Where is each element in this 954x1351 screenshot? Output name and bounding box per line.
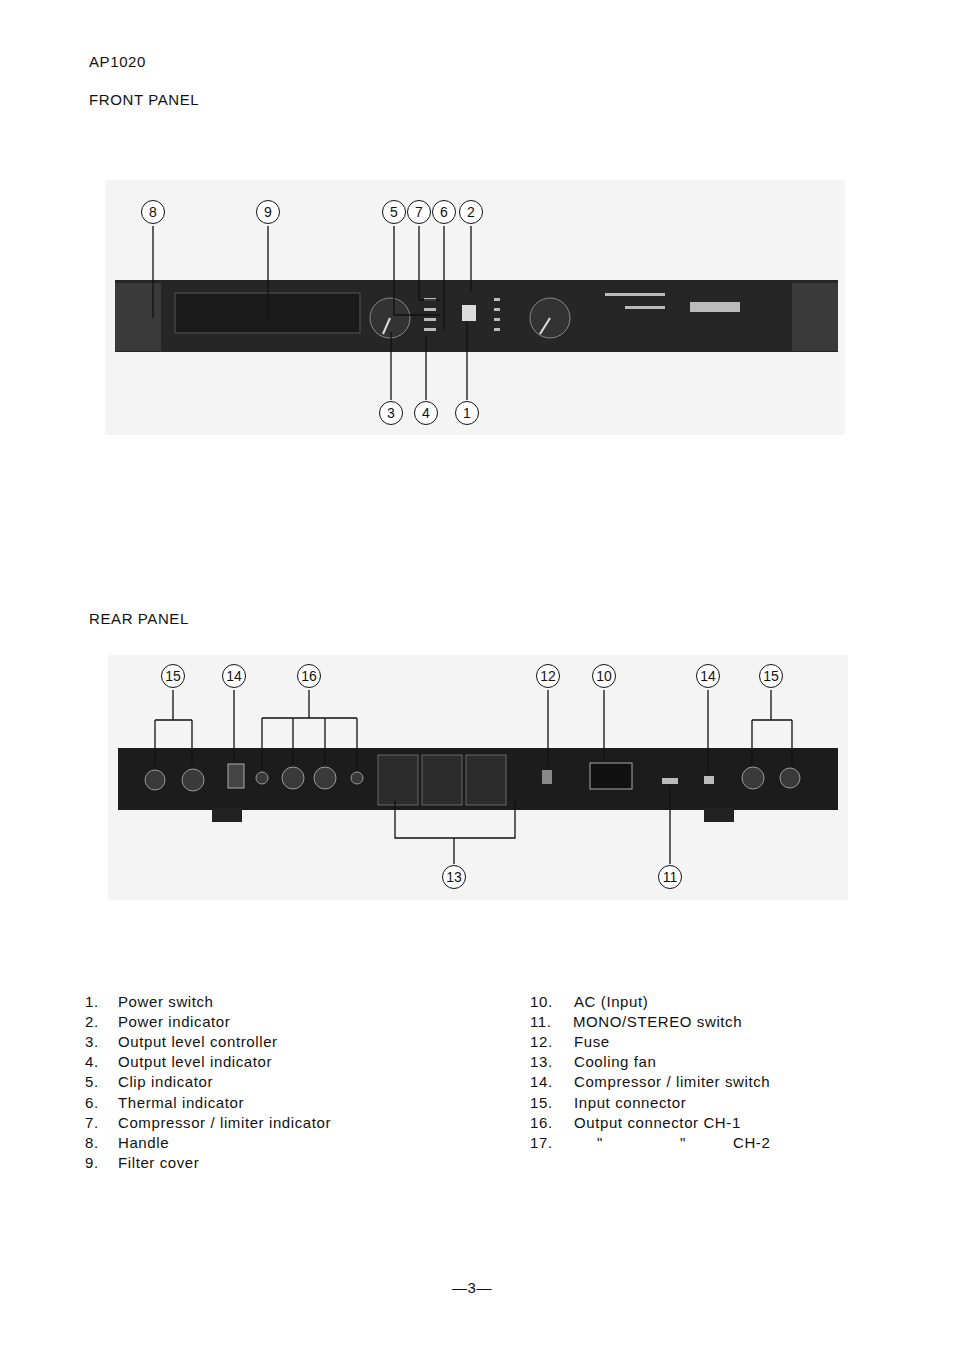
photo-ground bbox=[108, 655, 848, 900]
model-title: AP1020 bbox=[89, 53, 146, 71]
item-name: Handle bbox=[118, 1134, 169, 1152]
item-name: Output level controller bbox=[118, 1033, 278, 1051]
callout-circle: 10 bbox=[592, 664, 616, 688]
item-name: Compressor / limiter switch bbox=[574, 1073, 770, 1091]
ditto-mark: " bbox=[597, 1134, 603, 1152]
callout-number: 12 bbox=[540, 669, 556, 683]
item-number: 4. bbox=[85, 1053, 99, 1071]
handle bbox=[115, 283, 161, 351]
item-name: Thermal indicator bbox=[118, 1094, 244, 1112]
callout-number: 3 bbox=[387, 406, 395, 420]
item-number: 15. bbox=[530, 1094, 553, 1112]
item-name: CH-2 bbox=[733, 1134, 770, 1152]
callout-number: 10 bbox=[596, 669, 612, 683]
front-panel bbox=[115, 280, 838, 352]
callout-number: 9 bbox=[264, 205, 272, 219]
callout-number: 1 bbox=[463, 406, 471, 420]
callout-circle: 6 bbox=[432, 200, 456, 224]
callout-circle: 4 bbox=[414, 401, 438, 425]
callout-number: 7 bbox=[415, 205, 423, 219]
rear-panel bbox=[118, 748, 838, 810]
item-number: 13. bbox=[530, 1053, 553, 1071]
page-number: —3— bbox=[452, 1279, 492, 1297]
callout-number: 14 bbox=[700, 669, 716, 683]
item-number: 1. bbox=[85, 993, 99, 1011]
power-switch bbox=[462, 305, 476, 321]
item-name: Cooling fan bbox=[574, 1053, 657, 1071]
callout-circle: 3 bbox=[379, 401, 403, 425]
callout-number: 4 bbox=[422, 406, 430, 420]
photo-ground bbox=[105, 180, 845, 435]
item-name: Power indicator bbox=[118, 1013, 230, 1031]
item-name: Power switch bbox=[118, 993, 214, 1011]
callout-circle: 16 bbox=[297, 664, 321, 688]
item-number: 9. bbox=[85, 1154, 99, 1172]
ac-inlet bbox=[590, 763, 632, 789]
callout-circle: 13 bbox=[442, 865, 466, 889]
callout-circle: 15 bbox=[759, 664, 783, 688]
item-name: Output connector CH-1 bbox=[574, 1114, 741, 1132]
item-number: 12. bbox=[530, 1033, 553, 1051]
item-name: Filter cover bbox=[118, 1154, 199, 1172]
callout-number: 11 bbox=[663, 870, 678, 884]
item-number: 11. bbox=[530, 1013, 552, 1031]
item-number: 5. bbox=[85, 1073, 99, 1091]
callout-number: 13 bbox=[446, 870, 462, 884]
callout-number: 6 bbox=[440, 205, 448, 219]
handle bbox=[792, 283, 838, 351]
ditto-mark: " bbox=[680, 1134, 686, 1152]
item-number: 8. bbox=[85, 1134, 99, 1152]
callout-number: 16 bbox=[301, 669, 317, 683]
item-name: AC (Input) bbox=[574, 993, 648, 1011]
item-number: 6. bbox=[85, 1094, 99, 1112]
callout-circle: 7 bbox=[407, 200, 431, 224]
knob bbox=[370, 298, 410, 338]
item-number: 14. bbox=[530, 1073, 553, 1091]
item-number: 17. bbox=[530, 1134, 553, 1152]
item-name: MONO/STEREO switch bbox=[573, 1013, 742, 1031]
callout-circle: 11 bbox=[658, 865, 682, 889]
item-name: Input connector bbox=[574, 1094, 686, 1112]
item-name: Clip indicator bbox=[118, 1073, 213, 1091]
callout-number: 2 bbox=[467, 205, 475, 219]
callout-number: 5 bbox=[390, 205, 398, 219]
callout-circle: 14 bbox=[222, 664, 246, 688]
callout-number: 15 bbox=[165, 669, 181, 683]
callout-number: 14 bbox=[226, 669, 242, 683]
callout-circle: 1 bbox=[455, 401, 479, 425]
section-heading: REAR PANEL bbox=[89, 610, 189, 628]
callout-circle: 14 bbox=[696, 664, 720, 688]
item-name: Fuse bbox=[574, 1033, 610, 1051]
item-number: 3. bbox=[85, 1033, 99, 1051]
callout-circle: 9 bbox=[256, 200, 280, 224]
item-name: Compressor / limiter indicator bbox=[118, 1114, 331, 1132]
callout-circle: 2 bbox=[459, 200, 483, 224]
item-name: Output level indicator bbox=[118, 1053, 272, 1071]
callout-number: 15 bbox=[763, 669, 779, 683]
section-heading: FRONT PANEL bbox=[89, 91, 199, 109]
callout-circle: 8 bbox=[141, 200, 165, 224]
item-number: 7. bbox=[85, 1114, 99, 1132]
callout-circle: 15 bbox=[161, 664, 185, 688]
callout-number: 8 bbox=[149, 205, 157, 219]
item-number: 10. bbox=[530, 993, 553, 1011]
callout-circle: 5 bbox=[382, 200, 406, 224]
callout-circle: 12 bbox=[536, 664, 560, 688]
knob bbox=[530, 298, 570, 338]
item-number: 16. bbox=[530, 1114, 553, 1132]
item-number: 2. bbox=[85, 1013, 99, 1031]
